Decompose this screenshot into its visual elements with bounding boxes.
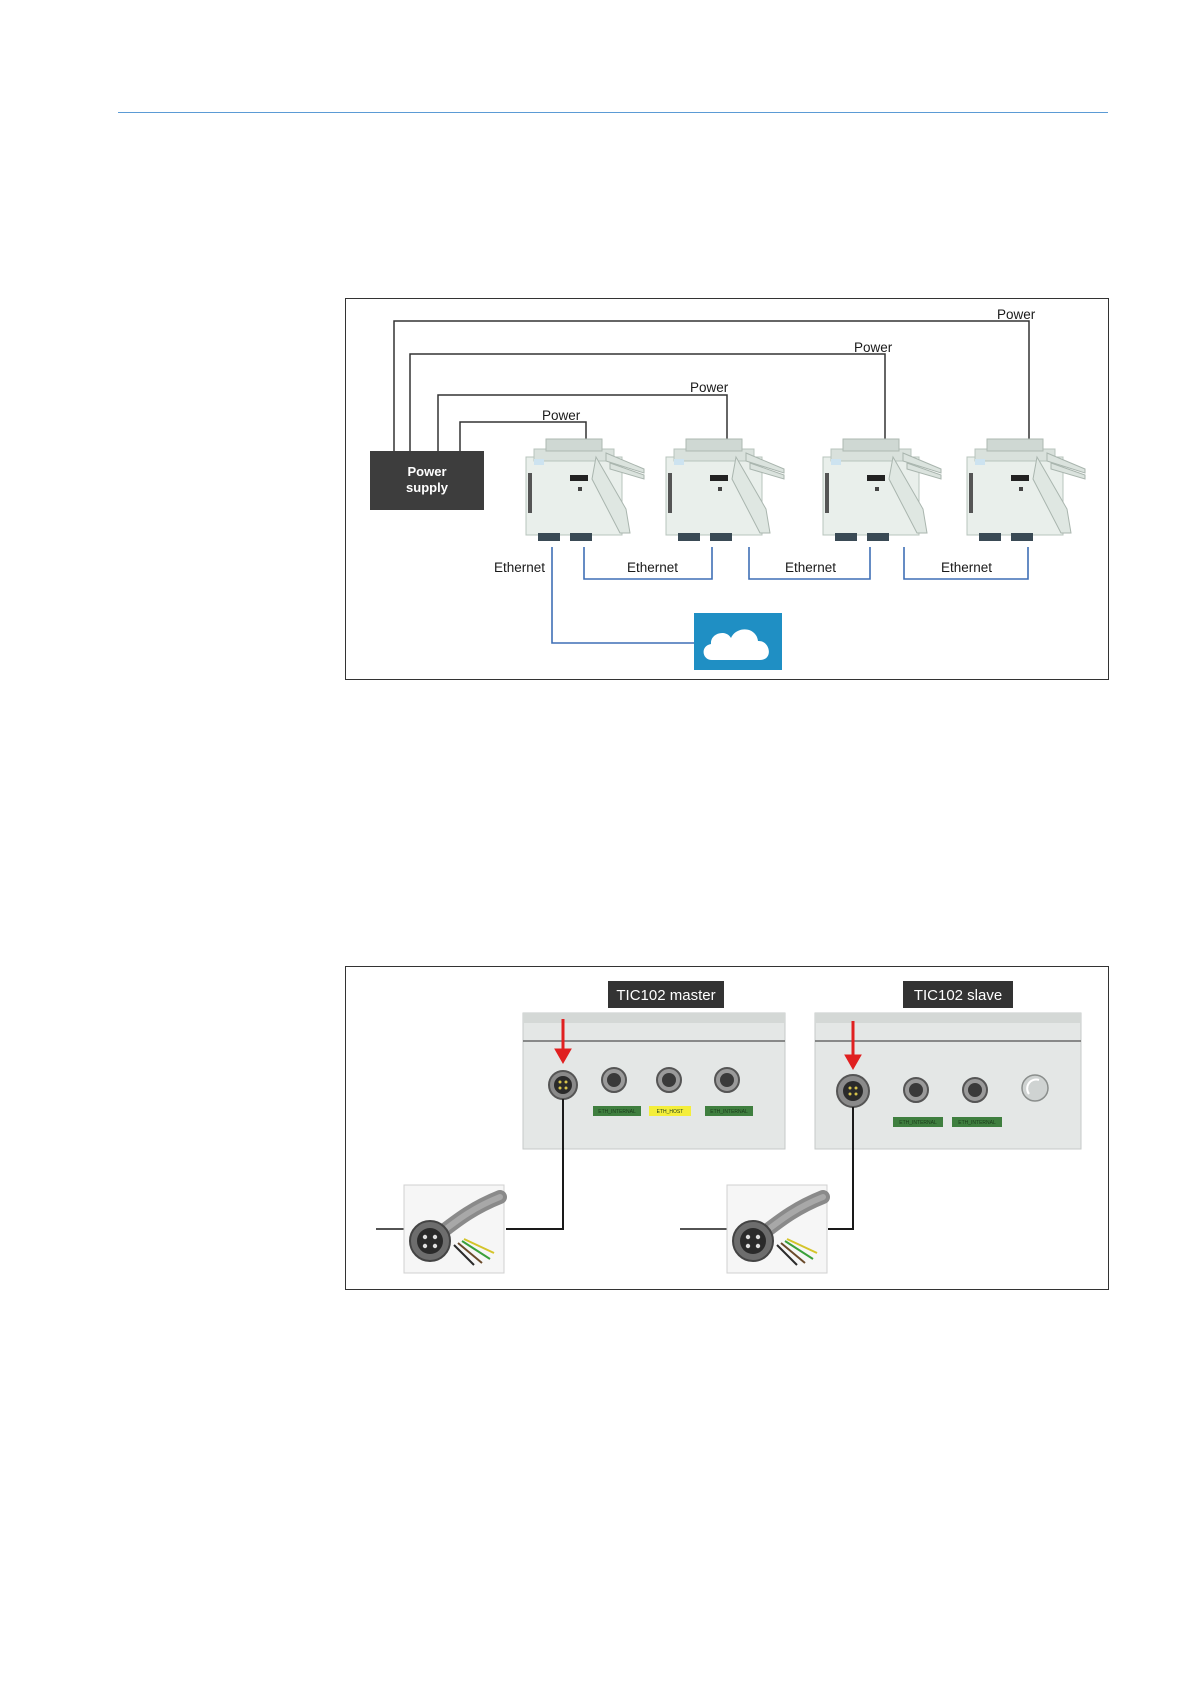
device-2: [666, 439, 784, 541]
power-line-3: [410, 354, 885, 451]
wiring-diagram-figure: Power supply Power Power Power Power Eth…: [345, 298, 1109, 680]
master-port-label-3: ETH_INTERNAL: [710, 1109, 748, 1115]
ethernet-label-1: Ethernet: [494, 560, 545, 575]
connector-diagram: ETH_INTERNAL ETH_HOST ETH_INTERNAL ETH_I…: [346, 967, 1110, 1291]
power-supply-label-line1: Power: [407, 464, 446, 479]
ethernet-label-2: Ethernet: [627, 560, 678, 575]
power-supply-label-line2: supply: [406, 480, 449, 495]
device-1: [526, 439, 644, 541]
master-tag-label: TIC102 master: [616, 987, 715, 1004]
cloud: [694, 613, 782, 670]
master-port-label-2: ETH_HOST: [657, 1109, 684, 1115]
power-label-2: Power: [690, 380, 729, 395]
power-label-1: Power: [542, 408, 581, 423]
slave-tag: TIC102 slave: [903, 981, 1013, 1008]
slave-port-label-2: ETH_INTERNAL: [958, 1120, 996, 1126]
connector-figure: ETH_INTERNAL ETH_HOST ETH_INTERNAL ETH_I…: [345, 966, 1109, 1290]
master-tag: TIC102 master: [608, 981, 724, 1008]
power-supply: Power supply: [370, 451, 484, 510]
slave-tag-label: TIC102 slave: [914, 987, 1002, 1004]
power-cable-icon: [727, 1185, 827, 1273]
master-port-label-1: ETH_INTERNAL: [598, 1109, 636, 1115]
header-rule: [118, 112, 1108, 113]
slave-panel: ETH_INTERNAL ETH_INTERNAL: [815, 1013, 1081, 1149]
power-cable-icon: [404, 1185, 504, 1273]
device-4: [967, 439, 1085, 541]
slave-port-label-1: ETH_INTERNAL: [899, 1120, 937, 1126]
wiring-diagram: Power supply Power Power Power Power Eth…: [346, 299, 1110, 681]
power-label-4: Power: [997, 307, 1036, 322]
ethernet-label-4: Ethernet: [941, 560, 992, 575]
power-label-3: Power: [854, 340, 893, 355]
device-3: [823, 439, 941, 541]
ethernet-label-3: Ethernet: [785, 560, 836, 575]
